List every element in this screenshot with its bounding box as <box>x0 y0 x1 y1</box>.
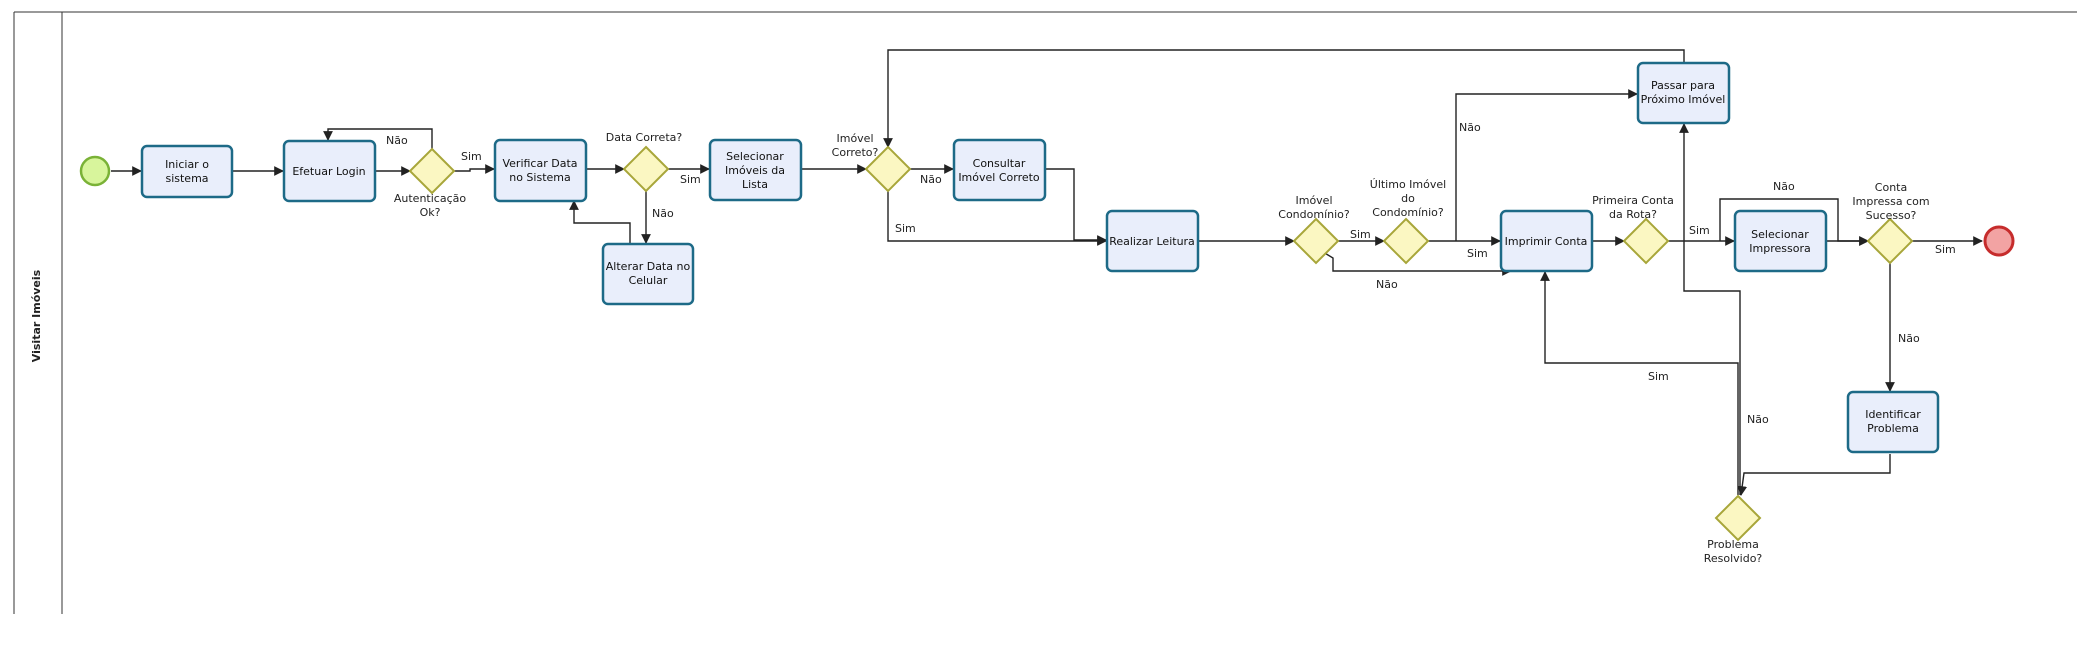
label-auth-nao: Não <box>386 134 408 147</box>
label-data-nao: Não <box>652 207 674 220</box>
flow-auth-nao <box>323 128 433 149</box>
task-efetuar-login: Efetuar Login <box>282 139 377 203</box>
gateway-data-correta: Data Correta? <box>606 131 683 193</box>
task-realizar-leitura: Realizar Leitura <box>1105 209 1200 273</box>
task-imprimir-conta: Imprimir Conta <box>1499 209 1594 273</box>
label-problema-sim: Sim <box>1648 370 1669 383</box>
label-cond-sim: Sim <box>1350 228 1371 241</box>
flow-consultar-leitura <box>1045 168 1107 245</box>
svg-text:Efetuar Login: Efetuar Login <box>292 165 365 178</box>
end-event <box>1983 225 2015 257</box>
svg-text:Data Correta?: Data Correta? <box>606 131 683 144</box>
svg-text:Imprimir Conta: Imprimir Conta <box>1505 235 1588 248</box>
label-data-sim: Sim <box>680 173 701 186</box>
flow-imovel-sim <box>887 191 1107 246</box>
label-conta-nao: Não <box>1898 332 1920 345</box>
pool: Visitar Imóveis <box>13 11 2077 614</box>
label-primeira-nao: Não <box>1773 180 1795 193</box>
label-primeira-sim: Sim <box>1689 224 1710 237</box>
label-problema-nao: Não <box>1747 413 1769 426</box>
label-auth-sim: Sim <box>461 150 482 163</box>
flow-problema-sim <box>1540 271 1739 495</box>
svg-text:Realizar Leitura: Realizar Leitura <box>1109 235 1195 248</box>
flow-alterar-verificar <box>569 200 631 243</box>
label-conta-sim: Sim <box>1935 243 1956 256</box>
label-cond-nao: Não <box>1376 278 1398 291</box>
flow-passar-imovel <box>883 49 1685 148</box>
label-imovel-nao: Não <box>920 173 942 186</box>
sequence-flows <box>111 49 1983 496</box>
lane-title: Visitar Imóveis <box>30 269 43 362</box>
flow-identificar-problema <box>1737 454 1891 496</box>
flow-labels: Sim Não Sim Não Não Sim Sim Não Sim Não … <box>386 121 1956 426</box>
flow-problema-nao <box>1679 123 1741 495</box>
flow-ultimo-nao <box>1455 89 1638 241</box>
flow-auth-sim <box>454 164 495 174</box>
label-imovel-sim: Sim <box>895 222 916 235</box>
label-ultimo-nao: Não <box>1459 121 1481 134</box>
label-ultimo-sim: Sim <box>1467 247 1488 260</box>
start-event <box>79 155 111 187</box>
flow-cond-nao <box>1322 251 1512 276</box>
